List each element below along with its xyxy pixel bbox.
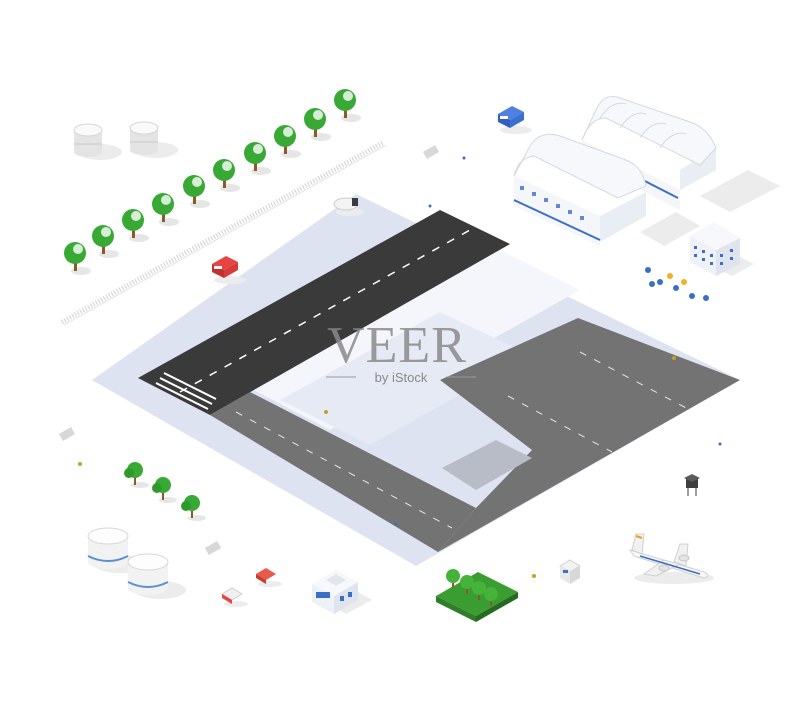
hangar-side-wall bbox=[514, 176, 600, 246]
ground-markers bbox=[58, 145, 722, 578]
truck-red bbox=[212, 256, 246, 284]
runway-centerline bbox=[179, 229, 471, 393]
hangar-front-wall bbox=[680, 148, 716, 190]
tree bbox=[274, 125, 301, 158]
storage-tank bbox=[129, 121, 178, 158]
tree bbox=[152, 477, 177, 503]
terminal-building bbox=[312, 570, 372, 614]
storage-tanks-bottom bbox=[87, 527, 186, 599]
apron-right bbox=[438, 318, 740, 552]
airplane bbox=[628, 533, 714, 584]
tree bbox=[92, 225, 119, 258]
storage-tanks-top bbox=[73, 121, 178, 160]
tree bbox=[181, 495, 206, 521]
park-patch bbox=[436, 569, 518, 622]
storage-tank bbox=[73, 123, 122, 160]
guard-booth bbox=[559, 559, 581, 584]
tanker-white bbox=[333, 197, 364, 216]
apron-inner-light bbox=[280, 312, 530, 445]
tree-row bbox=[64, 89, 361, 275]
hangar-front bbox=[513, 133, 700, 246]
hangar-roof bbox=[581, 96, 717, 166]
tree-cluster-bottom bbox=[124, 462, 206, 521]
tree bbox=[460, 575, 474, 594]
railway-track bbox=[60, 139, 387, 326]
tree bbox=[124, 462, 149, 488]
bus-blue bbox=[498, 106, 532, 134]
taxiway-lower bbox=[210, 392, 476, 552]
tree bbox=[472, 581, 486, 600]
hangar-front-wall bbox=[600, 192, 646, 242]
tree bbox=[484, 587, 498, 606]
tree bbox=[122, 209, 149, 242]
watermark-credit: by iStock bbox=[375, 370, 428, 385]
apron-right-marking-2 bbox=[507, 395, 613, 453]
watermark-brand: VEER bbox=[327, 317, 467, 374]
apron-right-marking-1 bbox=[579, 351, 691, 411]
tree bbox=[334, 89, 361, 122]
runway-threshold-markings bbox=[155, 372, 217, 410]
office-building bbox=[690, 222, 754, 276]
tree bbox=[244, 142, 271, 175]
hangar-shadow bbox=[640, 212, 700, 246]
small-tower bbox=[684, 474, 700, 496]
radar-dishes bbox=[645, 267, 709, 301]
taxiway-system bbox=[210, 318, 740, 552]
hangar-roof bbox=[513, 133, 647, 199]
tree bbox=[64, 242, 91, 275]
van-red-1 bbox=[221, 587, 248, 607]
apron-inner-square bbox=[442, 440, 532, 490]
tree bbox=[446, 569, 460, 588]
tree bbox=[304, 108, 331, 141]
tree bbox=[213, 159, 240, 192]
airfield bbox=[92, 194, 740, 566]
tree bbox=[152, 193, 179, 226]
storage-tank bbox=[127, 553, 186, 599]
van-red-2 bbox=[256, 568, 282, 587]
hangar-shadow bbox=[700, 170, 780, 212]
watermark: VEER by iStock bbox=[326, 317, 476, 385]
runway bbox=[138, 210, 510, 415]
tree bbox=[183, 175, 210, 208]
